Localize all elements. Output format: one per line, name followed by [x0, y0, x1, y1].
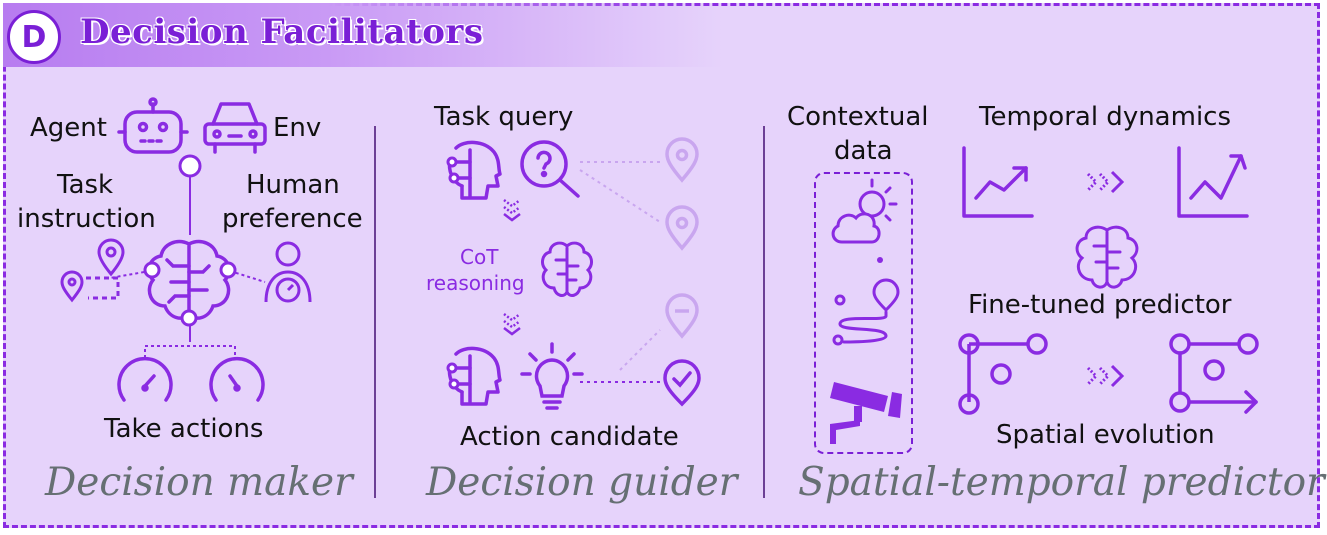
triple-chevron-down-icon [503, 199, 521, 222]
trend-up-icon [962, 146, 1034, 218]
decision-maker-title: Decision maker [45, 460, 353, 505]
minus-pin-icon [665, 293, 699, 339]
fine-tuned-predictor-label: Fine-tuned predictor [968, 290, 1232, 320]
map-pin-icon [665, 205, 699, 251]
take-actions-label: Take actions [104, 414, 264, 444]
preference-label: preference [222, 204, 363, 234]
spatial-graph-evolved-icon [1169, 333, 1259, 414]
spatial-temporal-predictor-title: Spatial-temporal predictor [798, 460, 1325, 505]
check-pin-icon [663, 359, 701, 407]
candidate-connectors [579, 161, 661, 383]
decision-guider-title: Decision guider [426, 460, 738, 505]
map-pin-icon [97, 238, 125, 277]
temporal-dynamics-label: Temporal dynamics [979, 102, 1232, 132]
section-badge: D [7, 10, 61, 64]
triple-chevron-icon [1086, 170, 1125, 194]
spatial-evolution-label: Spatial evolution [996, 420, 1215, 450]
divider-left [374, 126, 376, 498]
task-query-label: Task query [434, 102, 574, 132]
dot [877, 257, 883, 263]
task-label: Task [57, 170, 114, 200]
map-pin-icon [665, 137, 699, 183]
ai-head-icon [446, 346, 502, 406]
spatial-graph-icon [958, 333, 1048, 415]
reasoning-label: reasoning [426, 271, 525, 295]
gauge-icon [209, 357, 265, 402]
data-label: data [834, 136, 893, 166]
divider-right [763, 126, 765, 498]
robot-icon [117, 97, 189, 154]
action-candidate-label: Action candidate [460, 422, 679, 452]
brain-circuit-icon [143, 239, 237, 327]
contextual-data-box [814, 172, 913, 454]
search-question-icon [520, 140, 580, 198]
instruction-label: instruction [17, 204, 156, 234]
env-label: Env [273, 113, 322, 143]
person-icon [264, 241, 312, 303]
header-band [3, 3, 723, 67]
triple-chevron-down-icon [503, 313, 521, 336]
camera-icon [830, 382, 902, 444]
brain-icon [1075, 225, 1139, 289]
panel-title: Decision Facilitators [80, 12, 484, 52]
contextual-label: Contextual [787, 102, 929, 132]
ai-head-icon [446, 140, 502, 200]
weather-icon [831, 178, 898, 244]
lightbulb-icon [520, 342, 584, 410]
car-icon [203, 102, 267, 154]
cot-label: CoT [460, 245, 499, 269]
route-icon [60, 270, 120, 303]
gauge-icon [117, 357, 173, 402]
agent-label: Agent [30, 113, 107, 143]
human-label: Human [246, 170, 340, 200]
triple-chevron-icon [1086, 364, 1125, 388]
trend-down-icon [1177, 146, 1249, 218]
brain-icon [541, 241, 593, 297]
route-icon [832, 278, 900, 346]
